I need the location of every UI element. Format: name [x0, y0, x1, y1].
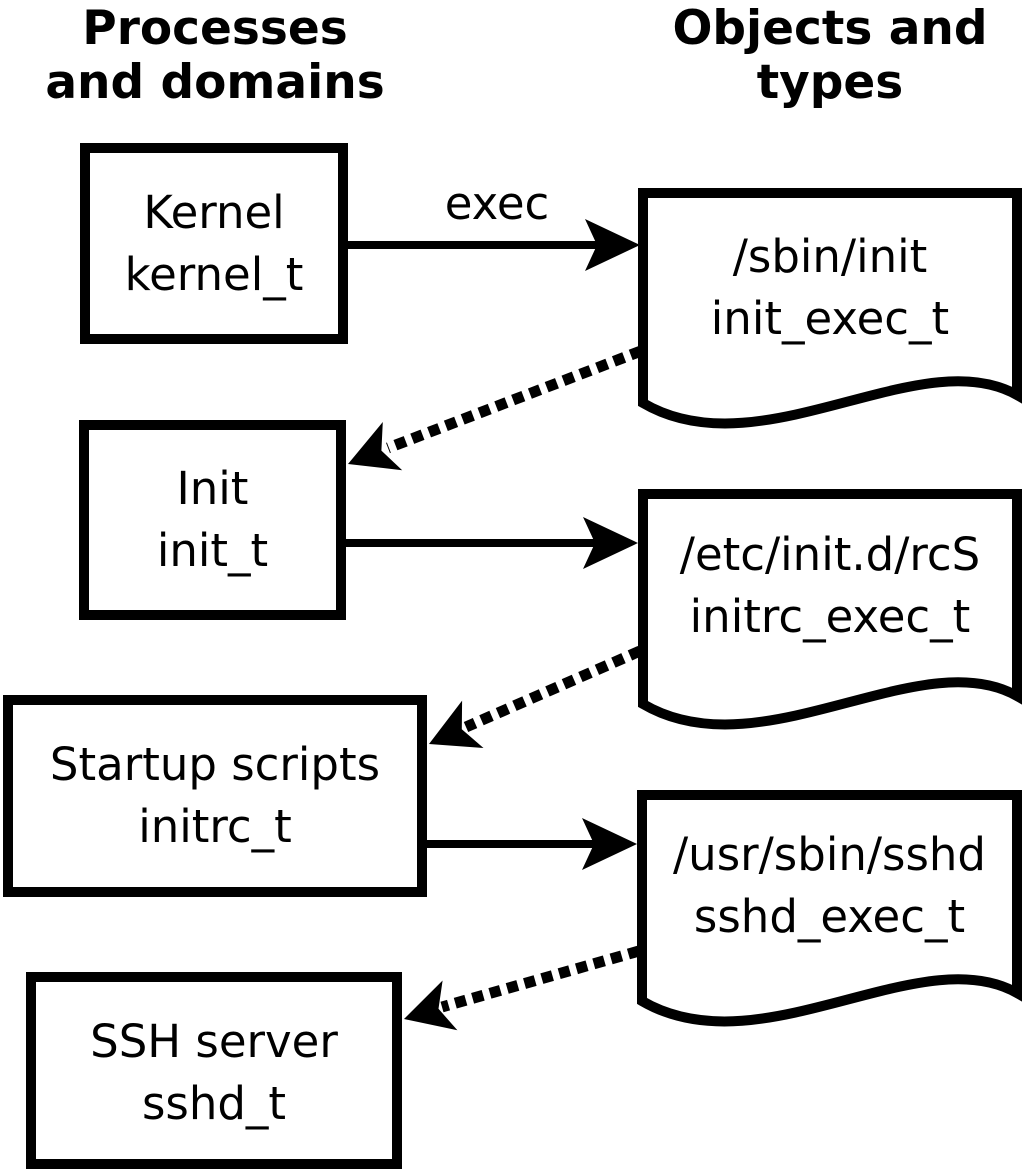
document-shape-usr-sbin-sshd — [637, 790, 1022, 1027]
process-box-startup-scripts — [3, 695, 427, 897]
transition-arrow-etc-initd-rcs-to-startup — [429, 645, 643, 748]
exec-arrow-kernel-to-sbin-init — [348, 219, 640, 271]
process-box-init — [79, 420, 346, 620]
column-header-processes-and-domains: Processes and domains — [15, 2, 415, 110]
exec-arrow-init-to-etc-initd-rcs — [346, 517, 638, 569]
arrowhead-downleft-icon — [404, 980, 458, 1031]
header-line: and domains — [45, 55, 385, 110]
column-header-objects-and-types: Objects and types — [630, 2, 1024, 110]
dotted-arrow-shaft — [463, 645, 643, 733]
header-line: Objects and — [672, 1, 988, 56]
arrowhead-right-icon — [583, 517, 638, 569]
transition-arrow-usr-sbin-sshd-to-ssh-server — [404, 945, 641, 1031]
process-box-kernel — [80, 143, 348, 344]
dotted-arrow-shaft — [440, 945, 641, 1013]
header-line: Processes — [82, 1, 348, 56]
exec-arrow-startup-to-usr-sbin-sshd — [427, 818, 637, 870]
transition-arrow-sbin-init-to-init — [348, 345, 643, 471]
document-shape-etc-initd-rcs — [638, 489, 1022, 730]
dotted-arrow-shaft — [386, 345, 643, 454]
header-line: types — [756, 55, 904, 110]
arrowhead-right-icon — [582, 818, 637, 870]
arrowhead-downleft-icon — [348, 422, 403, 471]
process-box-ssh-server — [26, 972, 402, 1169]
arrowhead-right-icon — [585, 219, 640, 271]
arrowhead-downleft-icon — [429, 700, 484, 748]
document-shape-sbin-init — [638, 188, 1022, 429]
